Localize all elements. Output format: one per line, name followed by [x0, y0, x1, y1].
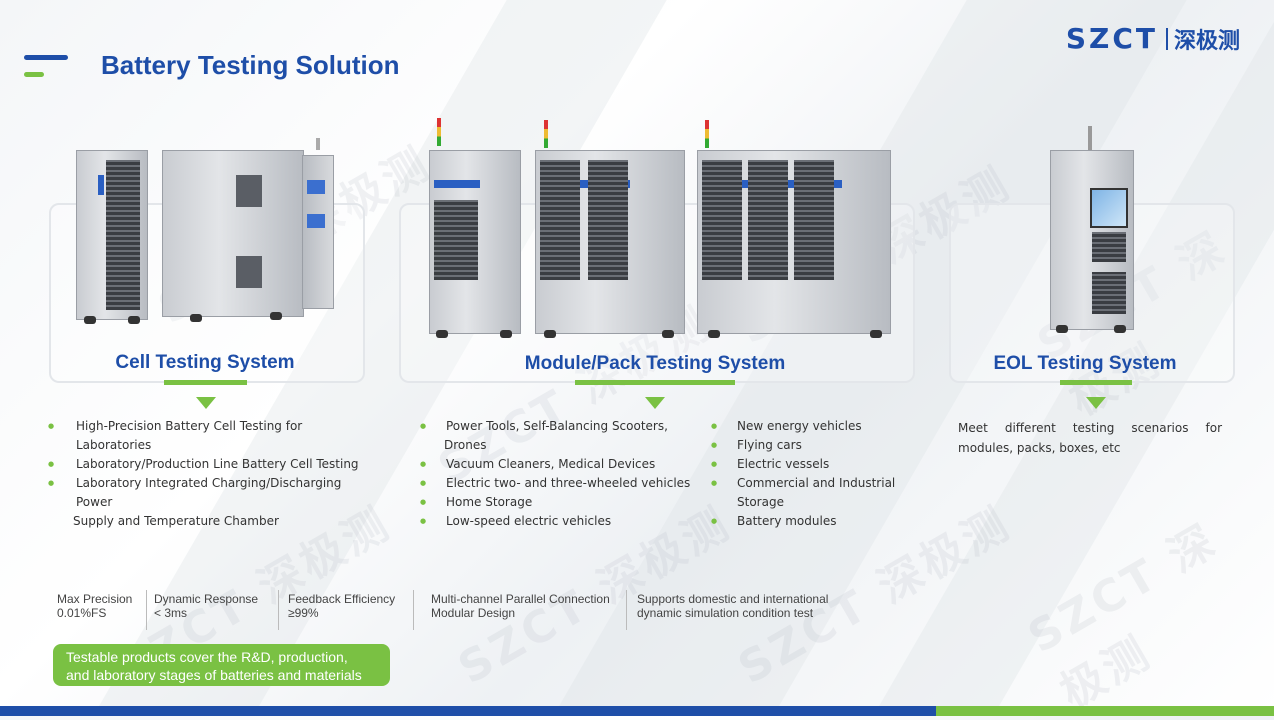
callout-line: and laboratory stages of batteries and m… [66, 667, 362, 683]
eol-testing-arrow-icon [1086, 397, 1106, 409]
list-item: Flying cars [711, 436, 931, 455]
title-accent-bar [24, 55, 68, 60]
list-item: High-Precision Battery Cell Testing for … [48, 417, 368, 455]
list-item: Home Storage [420, 493, 700, 512]
module-pack-testing-title: Module/Pack Testing System [524, 353, 786, 374]
spec-label: Supports domestic and international [637, 592, 829, 606]
cell-testing-underline [164, 380, 247, 385]
title-accent-bar [24, 72, 44, 77]
eol-testing-underline [1060, 380, 1132, 385]
list-item-continuation: Supply and Temperature Chamber [73, 514, 279, 528]
callout-line: Testable products cover the R&D, product… [66, 649, 348, 665]
spec-dynamic-response: Dynamic Response < 3ms [154, 592, 258, 620]
testable-products-callout: Testable products cover the R&D, product… [53, 644, 390, 686]
spec-modular-design: Multi-channel Parallel Connection Modula… [431, 592, 610, 620]
spec-label: Feedback Efficiency [288, 592, 396, 606]
spec-label: Multi-channel Parallel Connection [431, 592, 610, 606]
page-title: Battery Testing Solution [101, 50, 400, 80]
list-item-continuation: Drones [444, 438, 487, 452]
cell-testing-bullet-list: High-Precision Battery Cell Testing for … [48, 417, 368, 531]
spec-feedback-efficiency: Feedback Efficiency ≥99% [288, 592, 395, 620]
list-item: New energy vehicles [711, 417, 931, 436]
spec-divider [626, 590, 627, 630]
list-item: Laboratory Integrated Charging/Dischargi… [48, 474, 368, 512]
list-item: Electric two- and three-wheeled vehicles [420, 474, 700, 493]
spec-label: Max Precision [57, 592, 133, 606]
spec-value: Modular Design [431, 606, 516, 620]
logo-chinese-text: 深极测 [1173, 28, 1240, 54]
spec-divider [278, 590, 279, 630]
spec-value: < 3ms [154, 606, 188, 620]
spec-max-precision: Max Precision 0.01%FS [57, 592, 132, 620]
logo-divider [1165, 27, 1168, 50]
module-pack-testing-underline [575, 380, 735, 385]
footer-bar-blue [0, 706, 936, 716]
spec-value: dynamic simulation condition test [637, 606, 814, 620]
spec-value: ≥99% [288, 606, 319, 620]
list-item: Power Tools, Self-Balancing Scooters, [420, 417, 700, 436]
eol-testing-title: EOL Testing System [993, 353, 1177, 374]
list-item: Battery modules [711, 512, 931, 531]
list-item-continuation: Storage [737, 495, 784, 509]
module-pack-testing-arrow-icon [645, 397, 665, 409]
spec-divider [413, 590, 414, 630]
list-item: Vacuum Cleaners, Medical Devices [420, 455, 700, 474]
list-item: Electric vessels [711, 455, 931, 474]
brand-logo: SZCT 深极测 [1066, 22, 1240, 55]
cell-testing-arrow-icon [196, 397, 216, 409]
spec-label: Dynamic Response [154, 592, 259, 606]
spec-value: 0.01%FS [57, 606, 107, 620]
module-pack-bullet-list-right: New energy vehicles Flying cars Electric… [711, 417, 931, 531]
list-item: Commercial and Industrial [711, 474, 931, 493]
spec-divider [146, 590, 147, 630]
cell-testing-title: Cell Testing System [115, 352, 295, 373]
module-pack-bullet-list-left: Power Tools, Self-Balancing Scooters, Dr… [420, 417, 700, 531]
list-item: Low-speed electric vehicles [420, 512, 700, 531]
logo-text: SZCT [1065, 22, 1158, 55]
list-item: Laboratory/Production Line Battery Cell … [48, 455, 368, 474]
spec-dynamic-simulation: Supports domestic and international dyna… [637, 592, 828, 620]
eol-testing-description: Meet different testing scenarios for mod… [958, 421, 1222, 455]
footer-bar-green [936, 706, 1274, 716]
